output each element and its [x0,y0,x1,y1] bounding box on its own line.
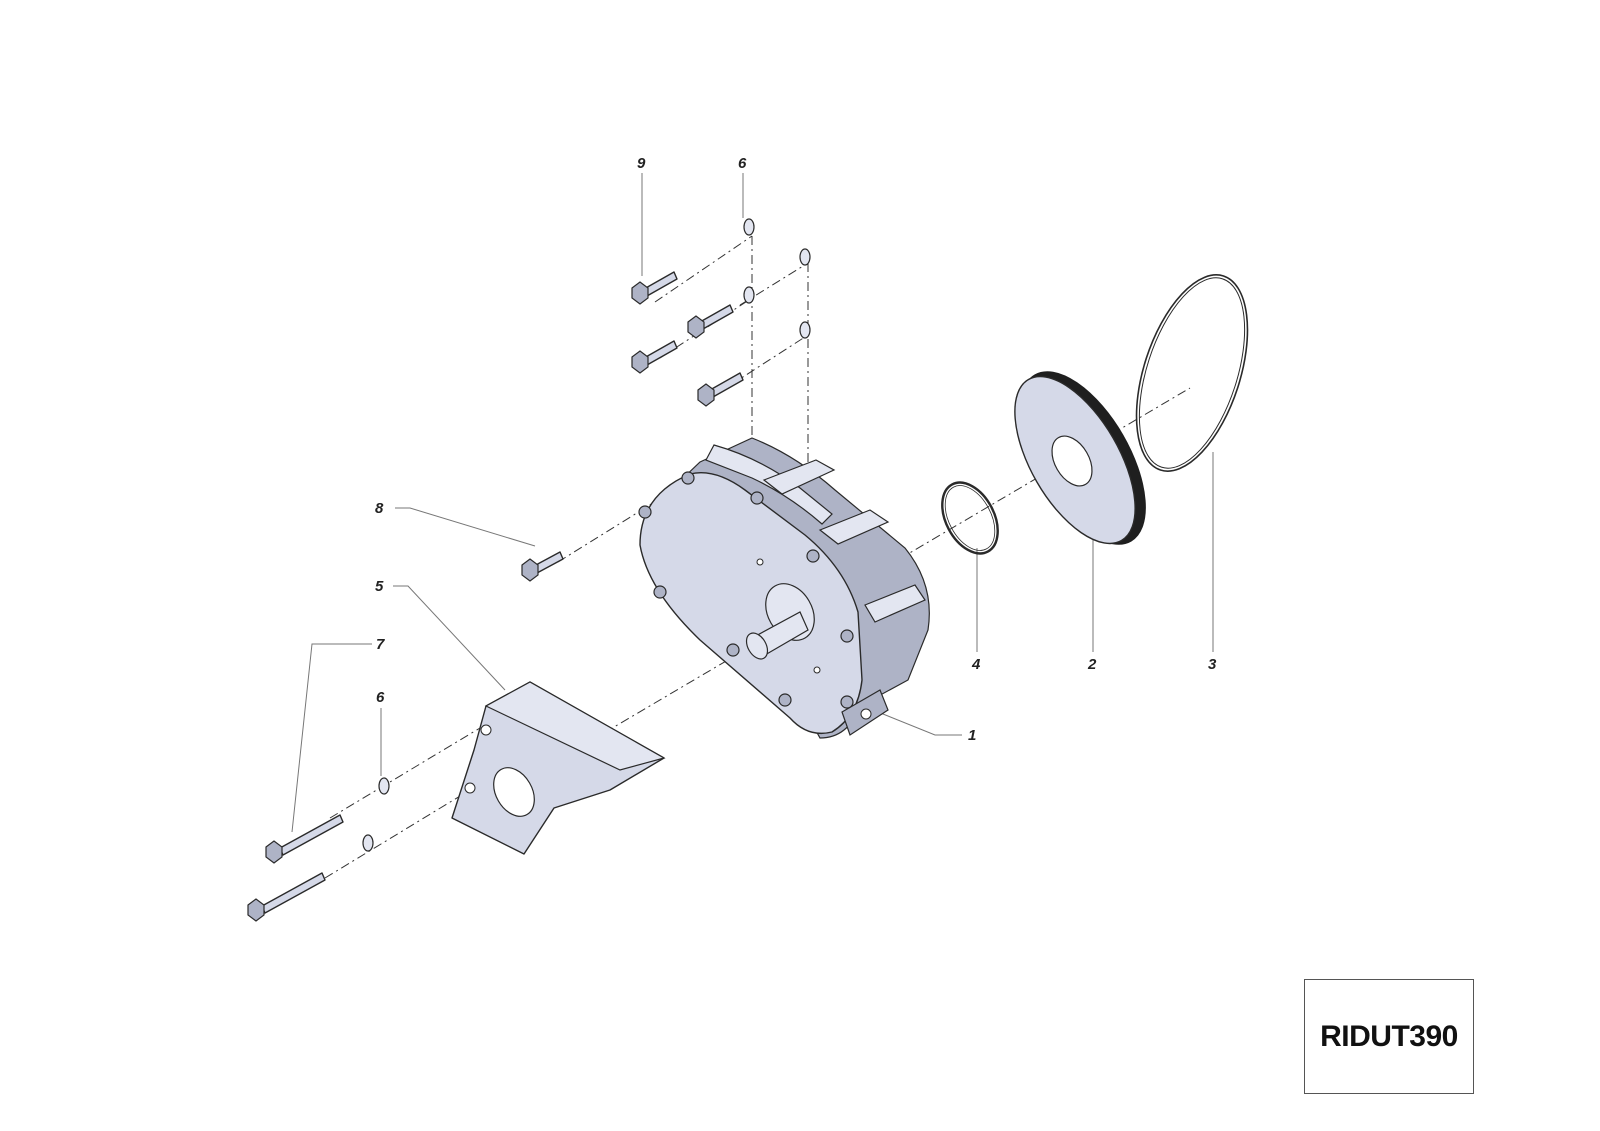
callout-5: 5 [375,578,384,595]
drawing-code-box: RIDUT390 [1304,979,1474,1094]
part-o-ring-large [1135,274,1249,472]
callout-1: 1 [968,727,976,744]
part-bracket [451,681,666,855]
callout-9: 9 [637,155,646,172]
part-flange-disc [1014,371,1146,545]
callout-3: 3 [1208,656,1217,673]
callout-7: 7 [376,636,385,653]
part-washers-upper [743,218,811,339]
callout-6-top: 6 [738,155,747,172]
part-gearbox-housing [638,437,930,739]
drawing-code: RIDUT390 [1320,1019,1458,1053]
callout-6-bottom: 6 [376,689,385,706]
leader-lines [291,173,1214,833]
callout-8: 8 [375,500,384,517]
part-bolts-upper [631,271,744,407]
part-o-ring-small [941,481,999,555]
callout-2: 2 [1087,656,1097,673]
callout-4: 4 [971,656,981,673]
part-bolt-8 [521,551,564,582]
callout-labels: 9 6 8 5 7 6 4 2 3 1 [375,155,1217,744]
part-bolts-long [247,814,344,922]
part-washers-lower [362,777,390,852]
